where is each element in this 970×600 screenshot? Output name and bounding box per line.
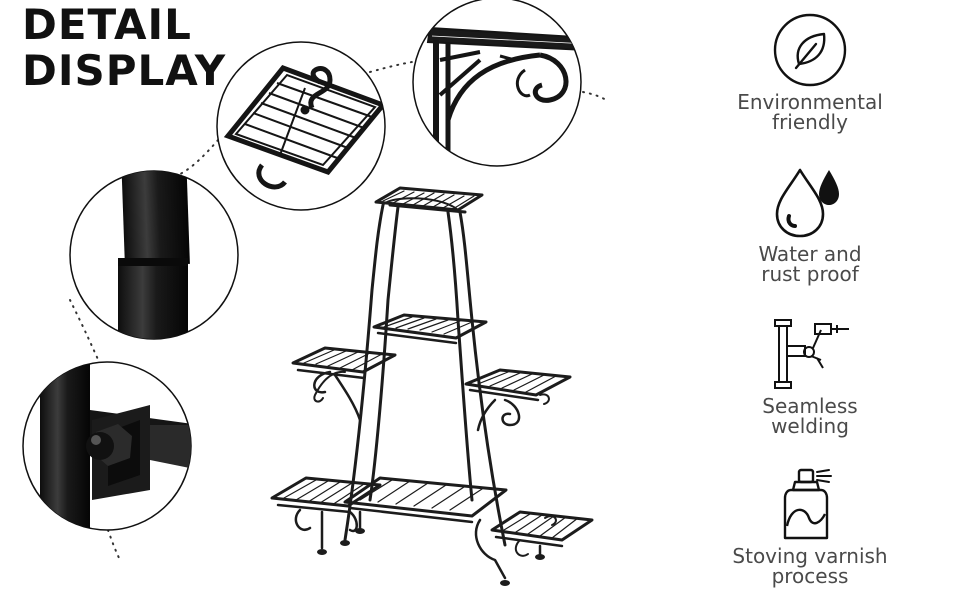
stand-feet (317, 528, 545, 586)
plant-stand-drawing (270, 186, 594, 586)
title-line-1: DETAIL (22, 0, 192, 49)
leaf-icon (773, 13, 847, 87)
feature-label: Water and rust proof (758, 242, 862, 286)
dotted-connectors (69, 61, 607, 561)
spray-bottle-icon (783, 468, 832, 540)
page-title: DETAIL DISPLAY (22, 2, 226, 94)
feature-label: Stoving varnish process (732, 544, 888, 588)
feature-label: Seamless welding (762, 394, 858, 438)
feature-environmental-friendly: Environmental friendly (720, 12, 900, 132)
shelf-middle (372, 313, 488, 345)
shelf-left (291, 346, 397, 422)
callout-bracket-scroll (412, 0, 582, 167)
feature-water-rust-proof: Water and rust proof (720, 164, 900, 284)
shelf-right (464, 368, 572, 432)
callout-top-shelf (216, 41, 386, 211)
feature-label: Environmental friendly (737, 90, 883, 134)
callout-bolt-connector (22, 361, 192, 531)
feature-stoving-varnish: Stoving varnish process (720, 466, 900, 586)
title-line-2: DISPLAY (22, 46, 227, 95)
welding-icon (774, 319, 849, 389)
feature-seamless-welding: Seamless welding (720, 316, 900, 436)
shelf-bottom-left (270, 476, 382, 550)
water-drop-icon (775, 168, 839, 238)
shelf-bottom-right (490, 510, 594, 557)
callout-tube-joint (69, 170, 239, 340)
shelf-bottom-center (343, 476, 508, 580)
